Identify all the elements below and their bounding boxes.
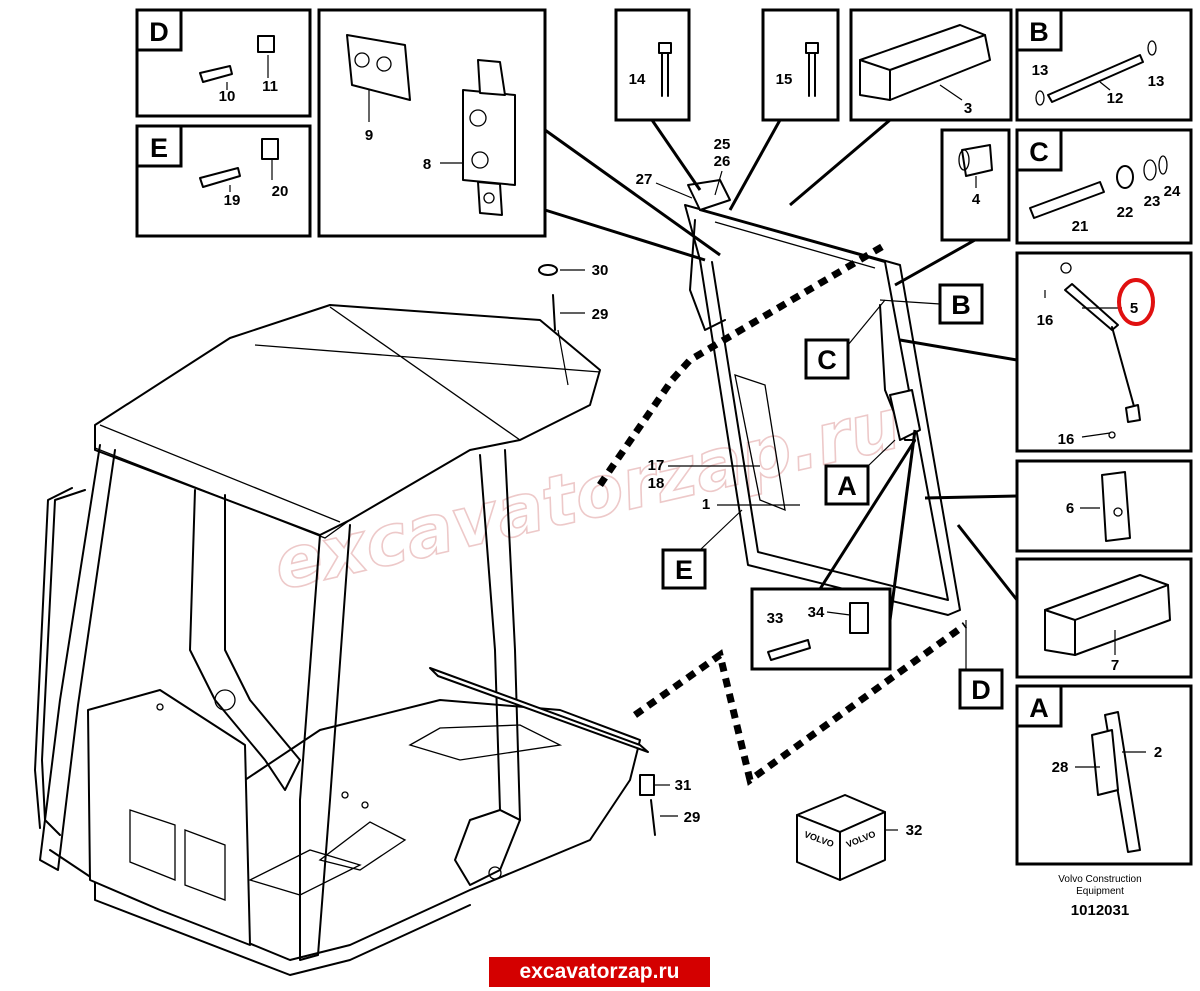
callout-33: 33 — [767, 610, 784, 627]
callout-4: 4 — [972, 191, 981, 208]
callout-15: 15 — [776, 71, 793, 88]
callout-29-bottom: 29 — [684, 809, 701, 826]
detail-box-c: C 21 22 23 24 — [1015, 128, 1193, 245]
callout-8: 8 — [423, 156, 431, 173]
callout-22: 22 — [1117, 204, 1134, 221]
callout-12: 12 — [1107, 90, 1124, 107]
detail-box-14: 14 — [614, 8, 691, 122]
callout-25: 25 — [714, 136, 731, 153]
detail-box-6: 6 — [1015, 459, 1193, 553]
detail-letter-e: E — [150, 133, 168, 163]
callout-30: 30 — [592, 262, 609, 279]
callout-6: 6 — [1066, 500, 1074, 517]
detail-box-4: 4 — [940, 128, 1011, 242]
tag-b: B — [879, 283, 984, 325]
svg-text:C: C — [817, 345, 837, 375]
callout-23: 23 — [1144, 193, 1161, 210]
callout-29-top: 29 — [592, 306, 609, 323]
tag-d: D — [958, 620, 1004, 710]
detail-box-7: 7 — [1015, 557, 1193, 679]
callout-27: 27 — [636, 171, 653, 188]
detail-box-3: 3 — [849, 8, 1013, 122]
callout-3: 3 — [964, 100, 972, 117]
detail-box-a: A 28 2 — [1015, 684, 1193, 866]
detail-letter-c: C — [1029, 137, 1049, 167]
callout-31: 31 — [675, 777, 692, 794]
callout-21: 21 — [1072, 218, 1089, 235]
detail-letter-d: D — [149, 17, 169, 47]
tag-c: C — [804, 299, 886, 380]
callout-26: 26 — [714, 153, 731, 170]
door-frame-drawing — [684, 179, 961, 616]
callout-10: 10 — [219, 88, 236, 105]
tag-e: E — [661, 509, 743, 590]
volvo-box: VOLVO VOLVO 32 — [796, 794, 923, 881]
detail-box-e: E 19 20 — [135, 124, 312, 238]
glass-outline-top — [597, 241, 887, 487]
site-banner[interactable]: excavatorzap.ru — [489, 957, 710, 987]
callout-24: 24 — [1164, 183, 1181, 200]
callout-2: 2 — [1154, 744, 1162, 761]
document-number: 1012031 — [1071, 902, 1129, 919]
detail-box-15: 15 — [761, 8, 840, 122]
svg-text:D: D — [971, 675, 991, 705]
cab-frame-drawing — [34, 304, 649, 976]
detail-box-5: 16 5 16 — [1015, 251, 1193, 453]
callout-34: 34 — [808, 604, 825, 621]
detail-box-hinge: 9 8 — [317, 8, 547, 238]
detail-box-33-34: 33 34 — [750, 587, 892, 671]
callout-7: 7 — [1111, 657, 1119, 674]
detail-letter-b: B — [1029, 17, 1049, 47]
glass-outline-bottom — [632, 622, 968, 786]
svg-text:A: A — [837, 471, 857, 501]
company-line-1: Volvo Construction — [1058, 874, 1141, 885]
tag-a: A — [824, 439, 896, 506]
highlight-ring — [1117, 278, 1155, 326]
svg-text:E: E — [675, 555, 693, 585]
detail-letter-a: A — [1029, 693, 1049, 723]
svg-text:B: B — [951, 290, 971, 320]
callout-18: 18 — [648, 475, 665, 492]
detail-box-d: D 10 11 — [135, 8, 312, 118]
company-line-2: Equipment — [1076, 886, 1124, 897]
callout-1: 1 — [702, 496, 710, 513]
callout-13-left: 13 — [1032, 62, 1049, 79]
callout-20: 20 — [272, 183, 289, 200]
callout-14: 14 — [629, 71, 646, 88]
callout-19: 19 — [224, 192, 241, 209]
callout-28: 28 — [1052, 759, 1069, 776]
connector-lines — [544, 118, 1019, 621]
callout-32: 32 — [906, 822, 923, 839]
callout-16-bottom: 16 — [1058, 431, 1075, 448]
callout-13-right: 13 — [1148, 73, 1165, 90]
callout-17: 17 — [648, 457, 665, 474]
callout-9: 9 — [365, 127, 373, 144]
callout-5: 5 — [1130, 300, 1138, 317]
main-callouts: 27 25 26 17 18 1 30 29 31 29 — [538, 136, 800, 836]
callout-11: 11 — [262, 78, 278, 95]
callout-16-top: 16 — [1037, 312, 1054, 329]
detail-box-b: B 13 12 13 — [1015, 8, 1193, 122]
